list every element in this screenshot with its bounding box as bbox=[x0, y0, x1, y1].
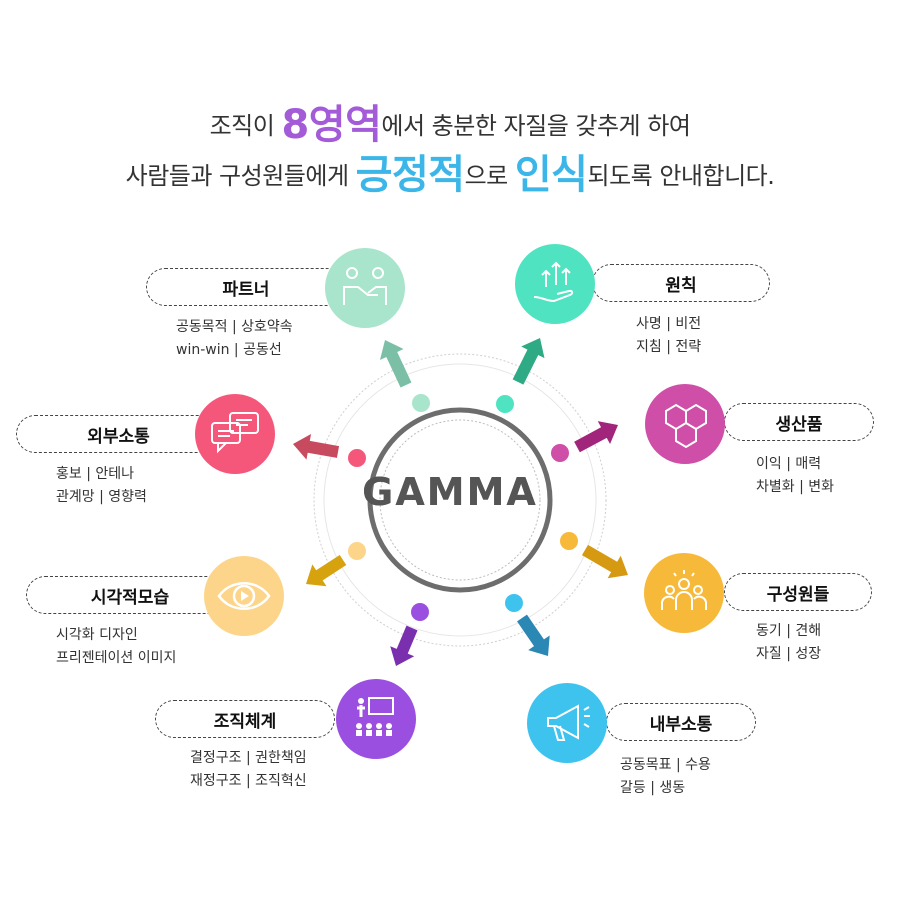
connector-dot bbox=[411, 603, 429, 621]
headline-line-1: 조직이 8영역에서 충분한 자질을 갖추게 하여 bbox=[0, 92, 900, 150]
item-title-pill: 원칙 bbox=[592, 264, 770, 302]
chat-icon bbox=[211, 412, 259, 454]
item-title-pill: 내부소통 bbox=[606, 703, 756, 741]
item-line-2: 자질 | 성장 bbox=[756, 646, 822, 662]
headline-highlight-perception: 인식 bbox=[514, 152, 588, 198]
center-label: GAMMA bbox=[362, 470, 538, 514]
item-line-2: 지침 | 전략 bbox=[636, 339, 702, 355]
connector-dot bbox=[348, 449, 366, 467]
arrow bbox=[293, 434, 340, 460]
item-title-pill: 시각적모습 bbox=[26, 576, 234, 614]
megaphone-icon bbox=[547, 704, 590, 741]
headline-text: 으로 bbox=[464, 162, 515, 190]
arrow bbox=[517, 614, 550, 656]
item-line-2: 갈등 | 생동 bbox=[620, 780, 686, 796]
item-line-2: 차별화 | 변화 bbox=[756, 479, 835, 495]
headline-line-2: 사람들과 구성원들에게 긍정적으로 인식되도록 안내합니다. bbox=[0, 142, 900, 200]
center-ring bbox=[367, 407, 553, 593]
item-line-2: win-win | 공동선 bbox=[176, 342, 282, 358]
eye-icon bbox=[217, 582, 271, 610]
item-node bbox=[195, 394, 275, 474]
item-title-pill: 생산품 bbox=[724, 403, 874, 441]
item-line-2: 프리젠테이션 이미지 bbox=[56, 650, 177, 666]
arrow bbox=[581, 544, 628, 579]
item-node bbox=[325, 248, 405, 328]
item-node bbox=[204, 556, 284, 636]
arrow bbox=[512, 338, 545, 385]
headline-text: 사람들과 구성원들에게 bbox=[125, 162, 356, 190]
connector-dot bbox=[412, 394, 430, 412]
item-line-1: 동기 | 견해 bbox=[756, 623, 822, 639]
arrow bbox=[306, 554, 347, 587]
outer-dotted-ring bbox=[313, 353, 607, 647]
item-line-1: 공동목표 | 수용 bbox=[620, 757, 711, 773]
connector-dot bbox=[496, 395, 514, 413]
arrow bbox=[574, 421, 618, 453]
growth-hand-icon bbox=[533, 261, 574, 303]
item-node bbox=[645, 384, 725, 464]
item-line-1: 공동목적 | 상호약속 bbox=[176, 319, 293, 335]
item-title-pill: 조직체계 bbox=[155, 700, 335, 738]
connector-dot bbox=[505, 594, 523, 612]
item-title-pill: 외부소통 bbox=[16, 415, 221, 453]
item-line-1: 홍보 | 안테나 bbox=[56, 466, 135, 482]
connector-dot bbox=[560, 532, 578, 550]
item-description: 공동목적 | 상호약속 win-win | 공동선 bbox=[176, 316, 293, 362]
item-line-1: 결정구조 | 권한책임 bbox=[190, 750, 307, 766]
outer-thin-ring bbox=[323, 363, 597, 637]
item-node bbox=[527, 683, 607, 763]
item-line-1: 시각화 디자인 bbox=[56, 627, 138, 643]
headline-highlight-areas: 8영역 bbox=[281, 102, 382, 148]
item-line-2: 재정구조 | 조직혁신 bbox=[190, 773, 307, 789]
headline-text: 조직이 bbox=[209, 112, 282, 140]
headline-highlight-positive: 긍정적 bbox=[355, 152, 465, 198]
item-line-1: 사명 | 비전 bbox=[636, 316, 702, 332]
headline-text: 되도록 안내합니다. bbox=[587, 162, 775, 190]
item-node bbox=[515, 244, 595, 324]
connector-dot bbox=[348, 542, 366, 560]
headline-text: 에서 충분한 자질을 갖추게 하여 bbox=[381, 112, 691, 140]
arrow bbox=[390, 625, 418, 666]
boxes-icon bbox=[665, 403, 707, 449]
item-line-2: 관계망 | 영향력 bbox=[56, 489, 147, 505]
connector-dot bbox=[551, 444, 569, 462]
item-title-pill: 구성원들 bbox=[724, 573, 872, 611]
item-line-1: 이익 | 매력 bbox=[756, 456, 822, 472]
inner-dotted-ring bbox=[379, 419, 541, 581]
item-node bbox=[644, 553, 724, 633]
team-icon bbox=[661, 570, 707, 610]
handshake-icon bbox=[343, 267, 387, 305]
item-node bbox=[336, 679, 416, 759]
arrow bbox=[379, 340, 412, 388]
item-title-pill: 파트너 bbox=[146, 268, 346, 306]
presentation-icon bbox=[356, 697, 394, 736]
